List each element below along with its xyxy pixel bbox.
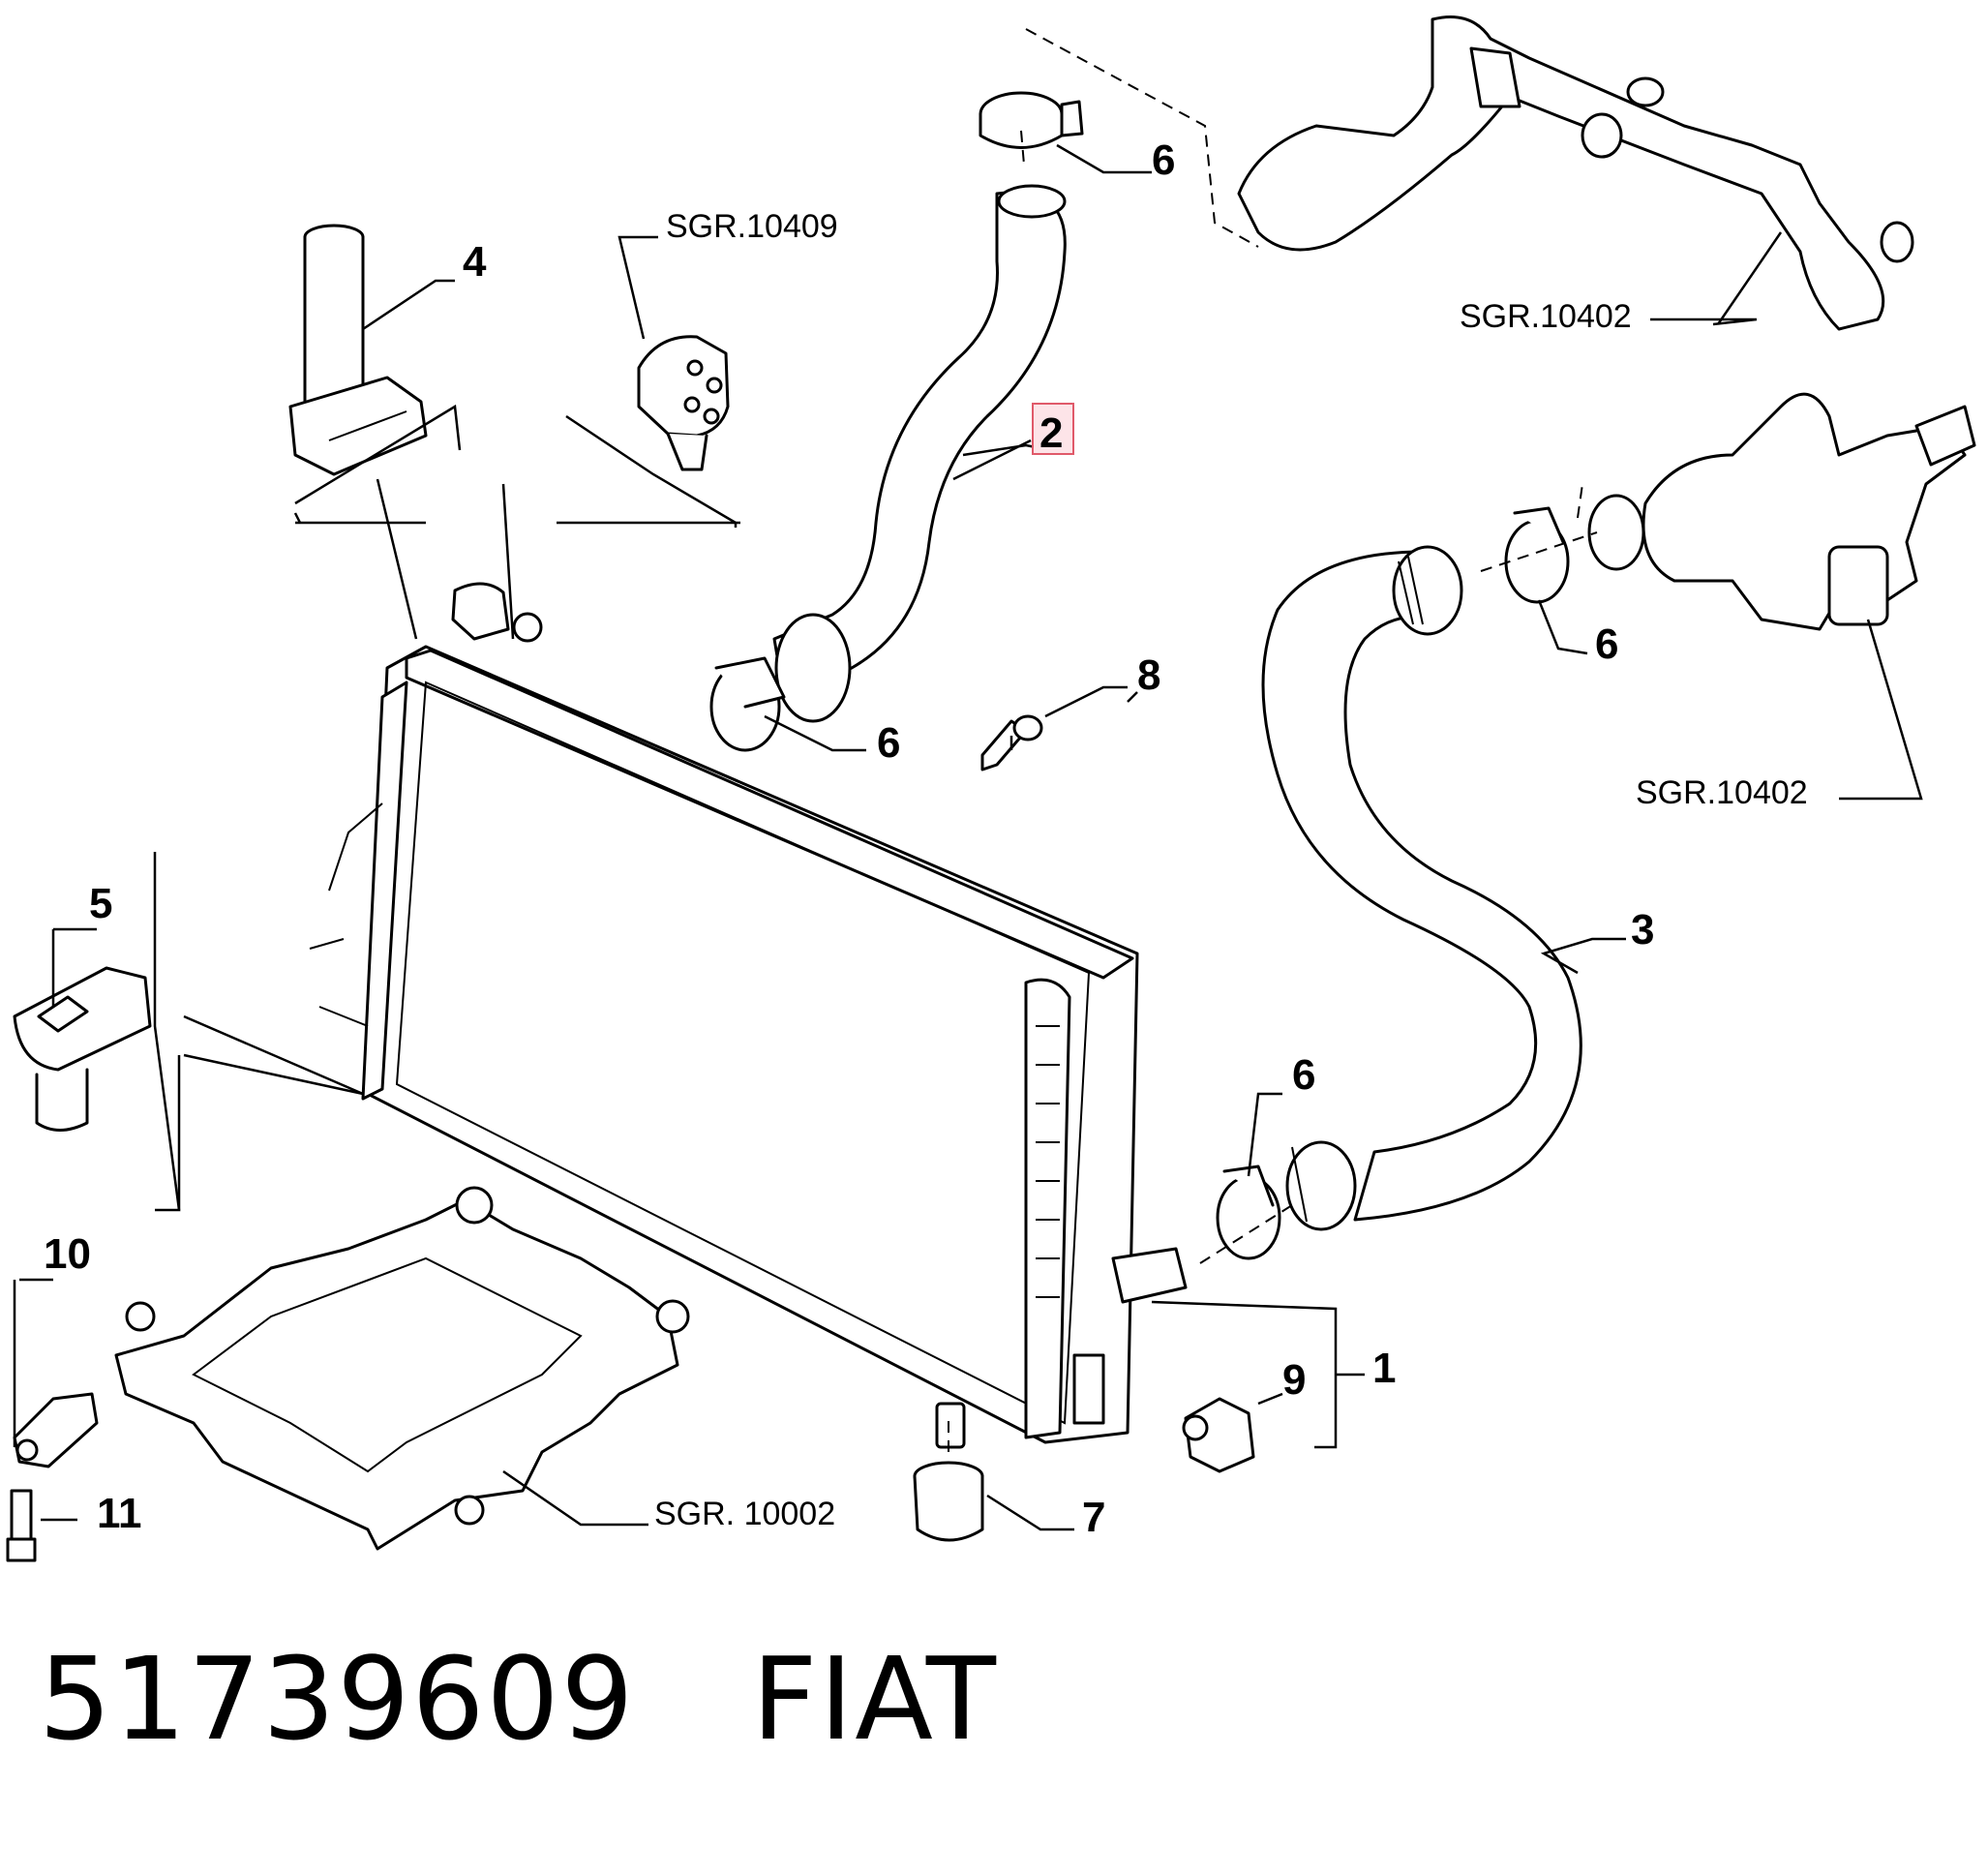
coolant-pipe — [1237, 15, 1914, 331]
screw — [980, 714, 1043, 772]
callout-3: 3 — [1631, 906, 1654, 953]
part-number-footer: 51739609 FIAT — [39, 1632, 998, 1766]
lower-radiator-hose — [1261, 545, 1582, 1231]
leader-lines — [13, 143, 1923, 1531]
callout-2-highlight-box — [1032, 403, 1074, 455]
upper-radiator-hose — [772, 184, 1067, 723]
bolt — [6, 1489, 37, 1562]
callout-8: 8 — [1137, 651, 1160, 699]
hose-clamp-right-bottom — [1216, 1165, 1281, 1260]
ref-sgr-10002: SGR. 10002 — [654, 1496, 835, 1532]
ref-sgr-10409: SGR.10409 — [666, 208, 838, 245]
mount-bushing — [288, 224, 428, 476]
ref-sgr-10402-top: SGR.10402 — [1460, 298, 1632, 335]
hose-clamp-mid-left — [709, 656, 786, 752]
phantom-lines — [948, 28, 1598, 1452]
callout-6-lower: 6 — [1292, 1051, 1315, 1099]
callout-4: 4 — [463, 238, 487, 286]
temperature-sensor — [13, 966, 152, 1132]
callout-2: 2 — [1039, 409, 1063, 457]
callout-10: 10 — [44, 1230, 91, 1278]
brand-name: FIAT — [751, 1632, 998, 1766]
subframe — [114, 1186, 690, 1551]
callout-7: 7 — [1082, 1494, 1105, 1541]
thermostat-housing — [1587, 392, 1976, 631]
callout-6-mid: 6 — [877, 719, 900, 767]
temperature-switch — [1182, 1397, 1255, 1473]
ref-sgr-10402-right: SGR.10402 — [1636, 774, 1808, 811]
callout-5: 5 — [89, 880, 112, 927]
part-number: 51739609 — [39, 1632, 636, 1766]
callout-1: 1 — [1372, 1345, 1396, 1392]
rubber-mount — [913, 1461, 984, 1542]
callout-6-right: 6 — [1595, 620, 1618, 668]
callout-11: 11 — [97, 1490, 142, 1537]
hose-clamp-top — [979, 91, 1084, 149]
bracket — [13, 1392, 99, 1468]
connector-plug — [637, 335, 730, 471]
callout-6-top: 6 — [1152, 136, 1175, 184]
callout-9: 9 — [1282, 1356, 1306, 1404]
radiator — [309, 582, 1188, 1449]
hose-clamp-right-top — [1504, 506, 1570, 604]
